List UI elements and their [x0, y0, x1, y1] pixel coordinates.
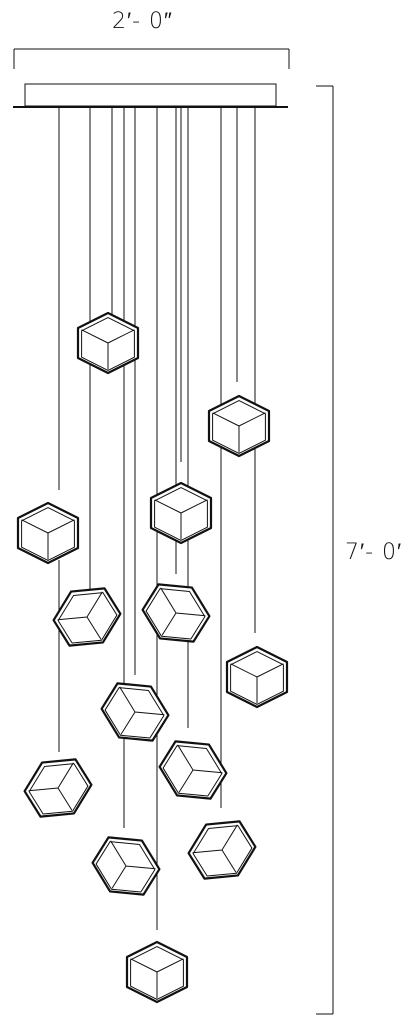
- glass-cube: [127, 942, 187, 1002]
- cube-edges: [29, 763, 95, 825]
- cube-edges: [99, 687, 165, 749]
- cube-inner-edge: [51, 581, 124, 654]
- glass-cube: [17, 747, 100, 830]
- glass-cube: [78, 313, 138, 373]
- cube-inner-edge: [89, 830, 162, 903]
- cube-edges: [231, 664, 284, 704]
- glass-cube: [152, 729, 235, 812]
- glass-cube: [151, 483, 211, 543]
- glass-cubes: [17, 313, 287, 1002]
- height-dimension-label: 7′- 0′: [345, 540, 403, 565]
- canopy-body: [25, 84, 276, 106]
- glass-cube: [181, 809, 264, 892]
- cube-inner-edge: [22, 752, 95, 825]
- cube-edges: [157, 745, 223, 807]
- cube-inner-edge: [155, 488, 208, 541]
- width-dimension-bracket: [14, 49, 289, 69]
- glass-cube: [94, 671, 177, 754]
- glass-cube: [46, 576, 129, 659]
- cube-edges: [155, 500, 208, 540]
- cube-edges: [22, 520, 75, 560]
- glass-cube: [135, 572, 218, 655]
- width-dimension-label: 2′- 0″: [112, 9, 173, 34]
- glass-cube: [85, 825, 168, 908]
- cube-inner-edge: [139, 577, 212, 650]
- cube-inner-edge: [131, 947, 184, 1000]
- height-dimension-bracket: [316, 86, 333, 1014]
- cube-inner-edge: [231, 652, 284, 705]
- cube-edges: [213, 413, 266, 453]
- cube-edges: [193, 825, 259, 887]
- cube-inner-edge: [186, 814, 259, 887]
- cube-edges: [90, 841, 156, 903]
- cube-inner-edge: [156, 734, 229, 807]
- cube-edges: [82, 330, 135, 370]
- cube-inner-edge: [213, 401, 266, 454]
- glass-cube: [18, 503, 78, 563]
- glass-cube: [227, 647, 287, 707]
- cube-inner-edge: [98, 676, 171, 749]
- cube-edges: [131, 959, 184, 999]
- cube-edges: [140, 588, 206, 650]
- cube-inner-edge: [22, 508, 75, 561]
- glass-cube: [209, 396, 269, 456]
- cube-inner-edge: [82, 318, 135, 371]
- canopy: [13, 84, 288, 107]
- cube-edges: [58, 592, 124, 654]
